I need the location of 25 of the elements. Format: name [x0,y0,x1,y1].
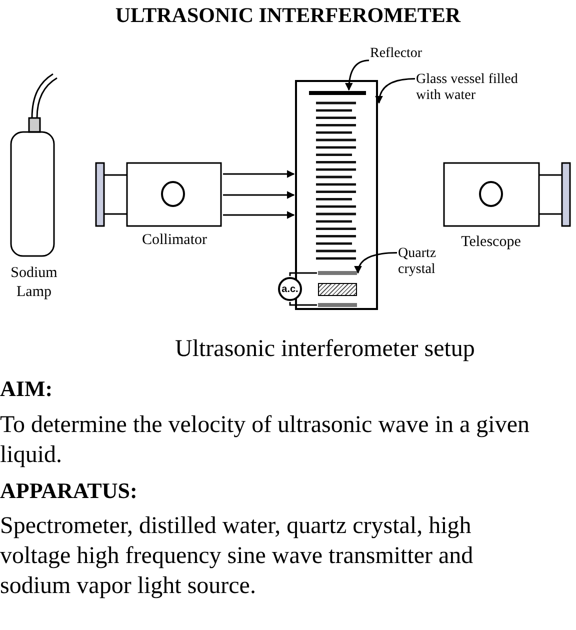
leader-line [375,78,416,104]
wire [289,302,317,306]
wire [289,272,317,276]
leader-line [345,60,370,91]
title: ULTRASONIC INTERFEROMETER [114,3,462,28]
arrow [223,211,295,219]
arrow [223,170,295,178]
electrode-plate [318,303,357,307]
part-label: Sodium Lamp [10,264,58,302]
reflector-plate [309,91,366,95]
section-heading: APPARATUS: [0,478,138,504]
section-heading: AIM: [0,376,53,402]
electrode-plate [318,271,357,275]
part-label: Telescope [460,234,522,251]
ac-source: a.c. [278,277,302,301]
paragraph: Spectrometer, distilled water, quartz crystal, high voltage high frequency sine wave transmitter and sodium vapor light source. [0,512,474,601]
part-label: Collimator [141,232,208,249]
paragraph: To determine the velocity of ultrasonic wave in a given liquid. [0,411,530,470]
part-label: Reflector [370,46,440,62]
arrow [223,191,295,199]
figure-caption: Ultrasonic interferometer setup [175,336,475,363]
part-label: Quartz crystal [398,246,458,280]
quartz-crystal [318,283,357,296]
part-label: Glass vessel filled with water [416,72,531,106]
leader-line [354,252,398,274]
